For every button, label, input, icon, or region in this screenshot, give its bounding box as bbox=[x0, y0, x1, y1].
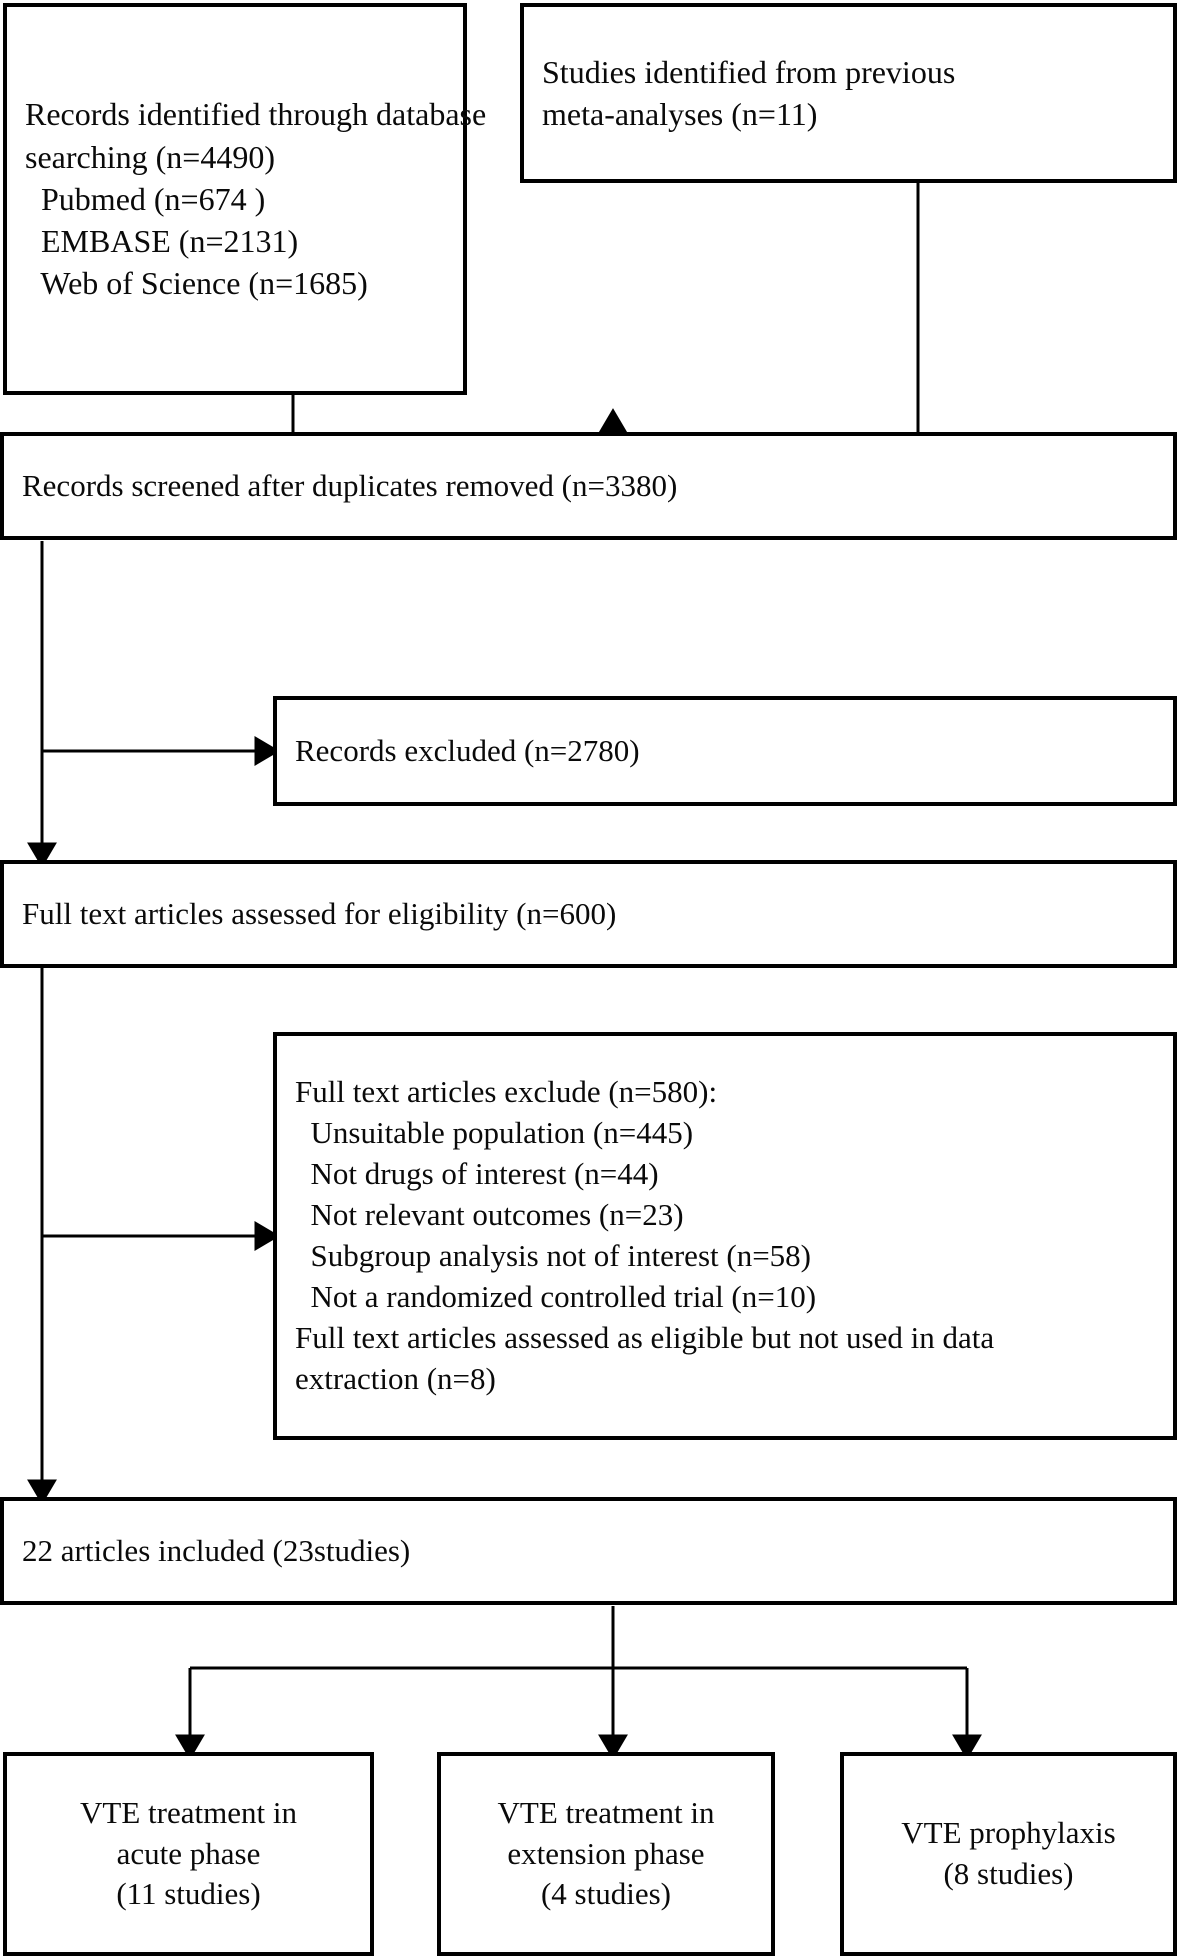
box-records-screened: Records screened after duplicates remove… bbox=[0, 432, 1177, 540]
connector-previous-to-merge bbox=[613, 183, 920, 457]
prophylaxis-studies-count: (8 studies) bbox=[943, 1856, 1074, 1891]
acute-line-2: acute phase bbox=[116, 1835, 261, 1871]
records-identified-source-wos: Web of Science (n=1685) bbox=[25, 265, 368, 302]
records-identified-line-1: Records identified through database bbox=[25, 96, 487, 133]
acute-studies-count: (11 studies) bbox=[116, 1876, 261, 1912]
fulltext-assessed-label: Full text articles assessed for eligibil… bbox=[22, 895, 617, 931]
records-excluded-label: Records excluded (n=2780) bbox=[295, 732, 640, 768]
fulltext-excluded-reason-not-drugs-of-interest: Not drugs of interest (n=44) bbox=[295, 1156, 659, 1192]
fulltext-excluded-reason-not-relevant-outcomes: Not relevant outcomes (n=23) bbox=[295, 1197, 684, 1233]
acute-line-1: VTE treatment in bbox=[80, 1794, 297, 1830]
box-articles-included: 22 articles included (23studies) bbox=[0, 1497, 1177, 1605]
fulltext-excluded-header: Full text articles exclude (n=580): bbox=[295, 1074, 718, 1110]
records-screened-label: Records screened after duplicates remove… bbox=[22, 467, 678, 503]
box-records-excluded: Records excluded (n=2780) bbox=[273, 696, 1177, 806]
previous-line-1: Studies identified from previous bbox=[542, 53, 956, 90]
fulltext-excluded-reason-eligible-not-used-2: extraction (n=8) bbox=[295, 1360, 496, 1396]
prophylaxis-line-1: VTE prophylaxis bbox=[901, 1815, 1116, 1851]
articles-included-label: 22 articles included (23studies) bbox=[22, 1532, 411, 1568]
box-vte-prophylaxis: VTE prophylaxis (8 studies) bbox=[840, 1752, 1177, 1956]
records-identified-line-2: searching (n=4490) bbox=[25, 138, 275, 175]
records-identified-source-pubmed: Pubmed (n=674 ) bbox=[25, 180, 266, 217]
records-identified-source-embase: EMBASE (n=2131) bbox=[25, 223, 299, 260]
box-vte-treatment-extension-phase: VTE treatment in extension phase (4 stud… bbox=[437, 1752, 775, 1956]
extension-line-1: VTE treatment in bbox=[497, 1794, 715, 1830]
fulltext-excluded-reason-subgroup-analysis: Subgroup analysis not of interest (n=58) bbox=[295, 1238, 812, 1273]
extension-line-2: extension phase bbox=[507, 1835, 705, 1871]
box-studies-from-previous-meta-analyses: Studies identified from previous meta-an… bbox=[520, 3, 1177, 183]
fulltext-excluded-reason-unsuitable-population: Unsuitable population (n=445) bbox=[295, 1115, 694, 1151]
previous-line-2: meta-analyses (n=11) bbox=[542, 96, 818, 132]
box-fulltext-excluded: Full text articles exclude (n=580): Unsu… bbox=[273, 1032, 1177, 1440]
fulltext-excluded-reason-not-rct: Not a randomized controlled trial (n=10) bbox=[295, 1278, 817, 1314]
box-records-identified: Records identified through database sear… bbox=[3, 3, 487, 395]
box-vte-treatment-acute-phase: VTE treatment in acute phase (11 studies… bbox=[3, 1752, 374, 1956]
fulltext-excluded-reason-eligible-not-used-1: Full text articles assessed as eligible … bbox=[295, 1319, 995, 1355]
extension-studies-count: (4 studies) bbox=[540, 1876, 671, 1912]
box-fulltext-assessed: Full text articles assessed for eligibil… bbox=[0, 860, 1177, 968]
